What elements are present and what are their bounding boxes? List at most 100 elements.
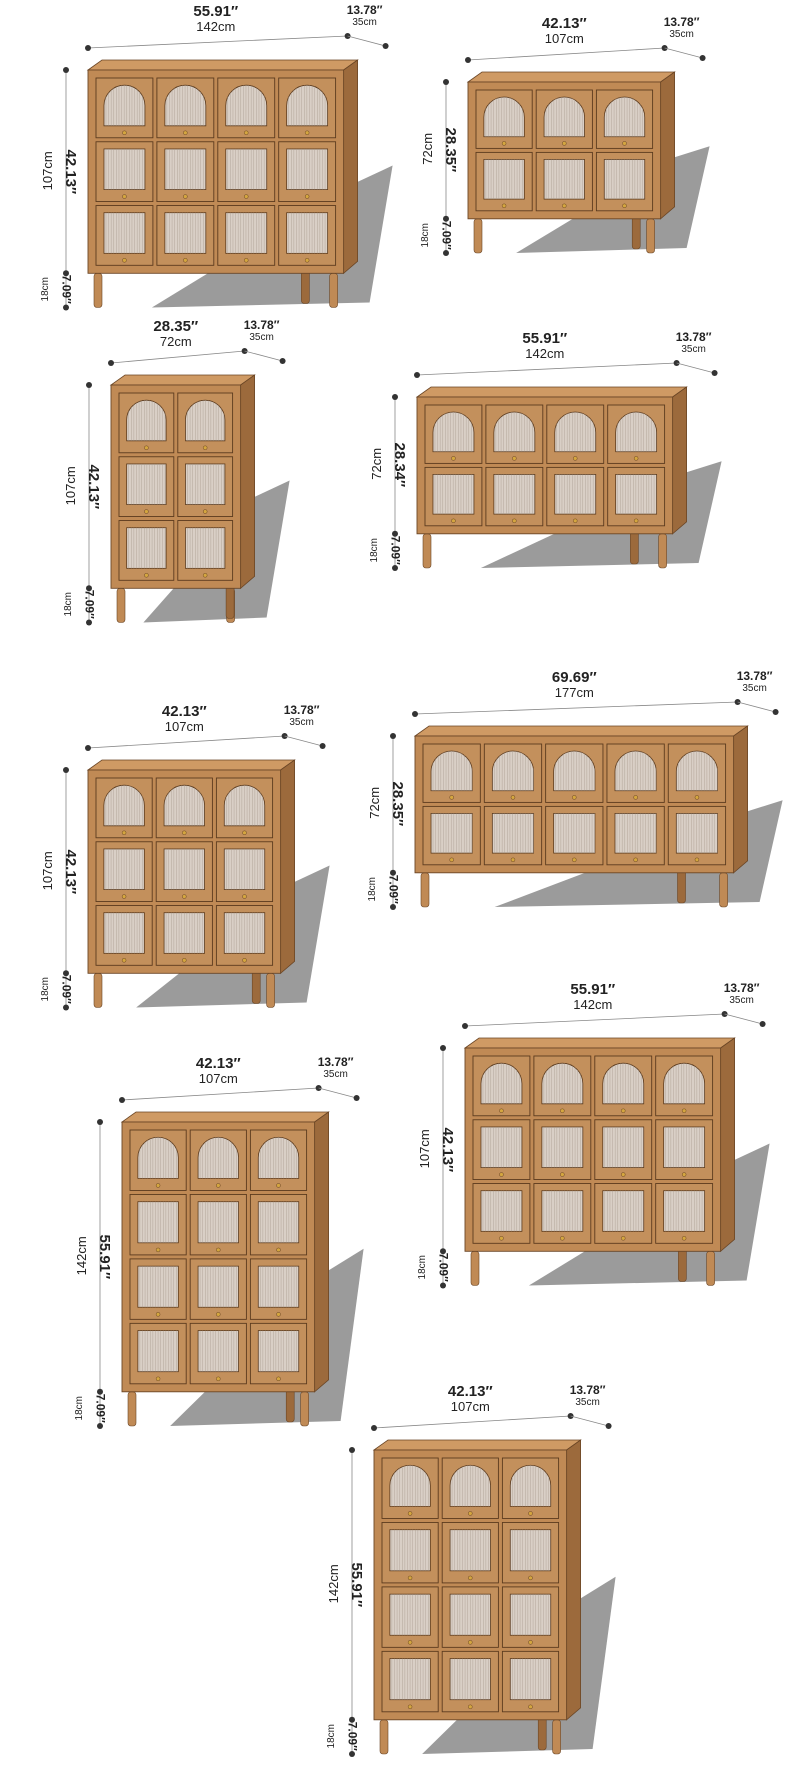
height-inches-label: 42.13″ <box>438 1127 456 1172</box>
dimension-dot <box>97 1119 103 1125</box>
height-inches-label: 55.91″ <box>347 1562 365 1608</box>
door-knob <box>468 1640 473 1645</box>
door-knob <box>304 258 310 263</box>
door-knob <box>202 509 208 514</box>
door-knob <box>122 258 127 263</box>
cabinet-leg <box>300 1391 309 1427</box>
door-knob <box>528 1640 533 1645</box>
cabinet-side <box>280 759 296 975</box>
door-knob <box>622 141 627 146</box>
width-inches-label: 55.91″ <box>570 981 616 998</box>
door-knob <box>276 1247 281 1253</box>
leg-height-cm-label: 18cm <box>366 876 378 902</box>
width-dimension-line <box>121 1087 319 1101</box>
door-knob <box>468 1575 473 1581</box>
dimension-dot <box>319 743 326 749</box>
arched-fluted-glass <box>541 1062 584 1105</box>
dimension-dot <box>392 394 398 400</box>
door-knob <box>694 857 700 863</box>
cabinet-leg <box>329 273 338 308</box>
depth-cm-label: 35cm <box>323 1069 348 1080</box>
door-knob <box>216 1247 221 1253</box>
door-knob <box>244 194 249 199</box>
dimension-dot <box>86 585 92 592</box>
fluted-glass <box>615 474 658 515</box>
door-knob <box>183 258 188 263</box>
door-knob <box>562 141 567 146</box>
fluted-glass <box>430 813 473 854</box>
cabinet-side <box>343 59 359 275</box>
cabinet-drawing <box>63 33 393 311</box>
fluted-glass <box>663 1190 706 1232</box>
arched-fluted-glass <box>225 84 268 127</box>
door-knob <box>407 1575 413 1581</box>
door-knob <box>468 1704 473 1710</box>
dimension-dot <box>673 360 680 366</box>
door-knob <box>449 795 454 800</box>
dimension-dot <box>119 1097 125 1103</box>
fluted-glass <box>480 1126 523 1168</box>
door-knob <box>216 1183 221 1188</box>
cabinet-group <box>97 1085 364 1429</box>
door-knob <box>155 1376 161 1382</box>
dimension-dot <box>349 1447 355 1453</box>
fluted-glass <box>553 813 596 854</box>
door-knob <box>510 857 516 863</box>
cabinet-leg <box>116 588 126 623</box>
cabinet-group <box>349 1413 616 1757</box>
arched-fluted-glass <box>614 750 657 792</box>
leg-height-cm-label: 18cm <box>39 277 51 302</box>
door-knob <box>512 518 517 524</box>
depth-inches-label: 13.78″ <box>243 318 280 332</box>
dimension-dot <box>759 1021 766 1027</box>
door-knob <box>562 203 567 209</box>
door-knob <box>681 1236 687 1241</box>
door-knob <box>449 857 454 863</box>
arched-fluted-glass <box>164 84 207 127</box>
fluted-glass <box>225 148 268 190</box>
height-inches-label: 42.13″ <box>84 464 102 509</box>
fluted-glass <box>663 1126 706 1168</box>
width-dimension-line <box>110 350 245 364</box>
dimension-dot <box>63 270 69 277</box>
leg-height-inches-label: 7.09″ <box>93 1393 108 1423</box>
door-knob <box>512 456 517 461</box>
cabinet-group <box>63 33 393 311</box>
depth-inches-label: 13.78″ <box>569 1383 606 1397</box>
height-cm-label: 107cm <box>40 150 56 190</box>
door-knob <box>528 1511 533 1516</box>
dimension-dot <box>443 250 449 256</box>
width-cm-label: 107cm <box>164 719 204 734</box>
door-knob <box>633 518 639 524</box>
width-inches-label: 42.13″ <box>161 703 207 720</box>
dimension-dot <box>414 372 420 378</box>
door-knob <box>560 1108 565 1114</box>
cabinet-leg <box>127 1391 137 1427</box>
width-cm-label: 142cm <box>196 19 236 34</box>
arched-fluted-glass <box>493 411 536 453</box>
dimension-dot <box>711 370 718 376</box>
fluted-glass <box>675 813 718 854</box>
door-knob <box>681 1172 687 1177</box>
arched-fluted-glass <box>103 84 146 127</box>
door-knob <box>407 1704 413 1710</box>
depth-dimension-line <box>570 1415 609 1427</box>
cabinet-drawing <box>349 1413 616 1757</box>
height-cm-label: 107cm <box>40 850 56 890</box>
dimension-dot <box>86 382 92 388</box>
dimension-dot <box>772 709 779 715</box>
fluted-glass <box>103 212 146 254</box>
cabinet-drawing <box>392 360 722 571</box>
fluted-glass <box>541 1126 584 1168</box>
leg-height-cm-label: 18cm <box>73 1395 85 1421</box>
dimension-dot <box>392 530 398 537</box>
door-knob <box>155 1247 161 1253</box>
dimension-dot <box>440 1248 446 1255</box>
door-knob <box>304 130 310 136</box>
door-knob <box>121 958 127 963</box>
door-knob <box>122 130 127 136</box>
width-dimension-line <box>373 1415 571 1429</box>
cabinet-top <box>415 386 688 398</box>
